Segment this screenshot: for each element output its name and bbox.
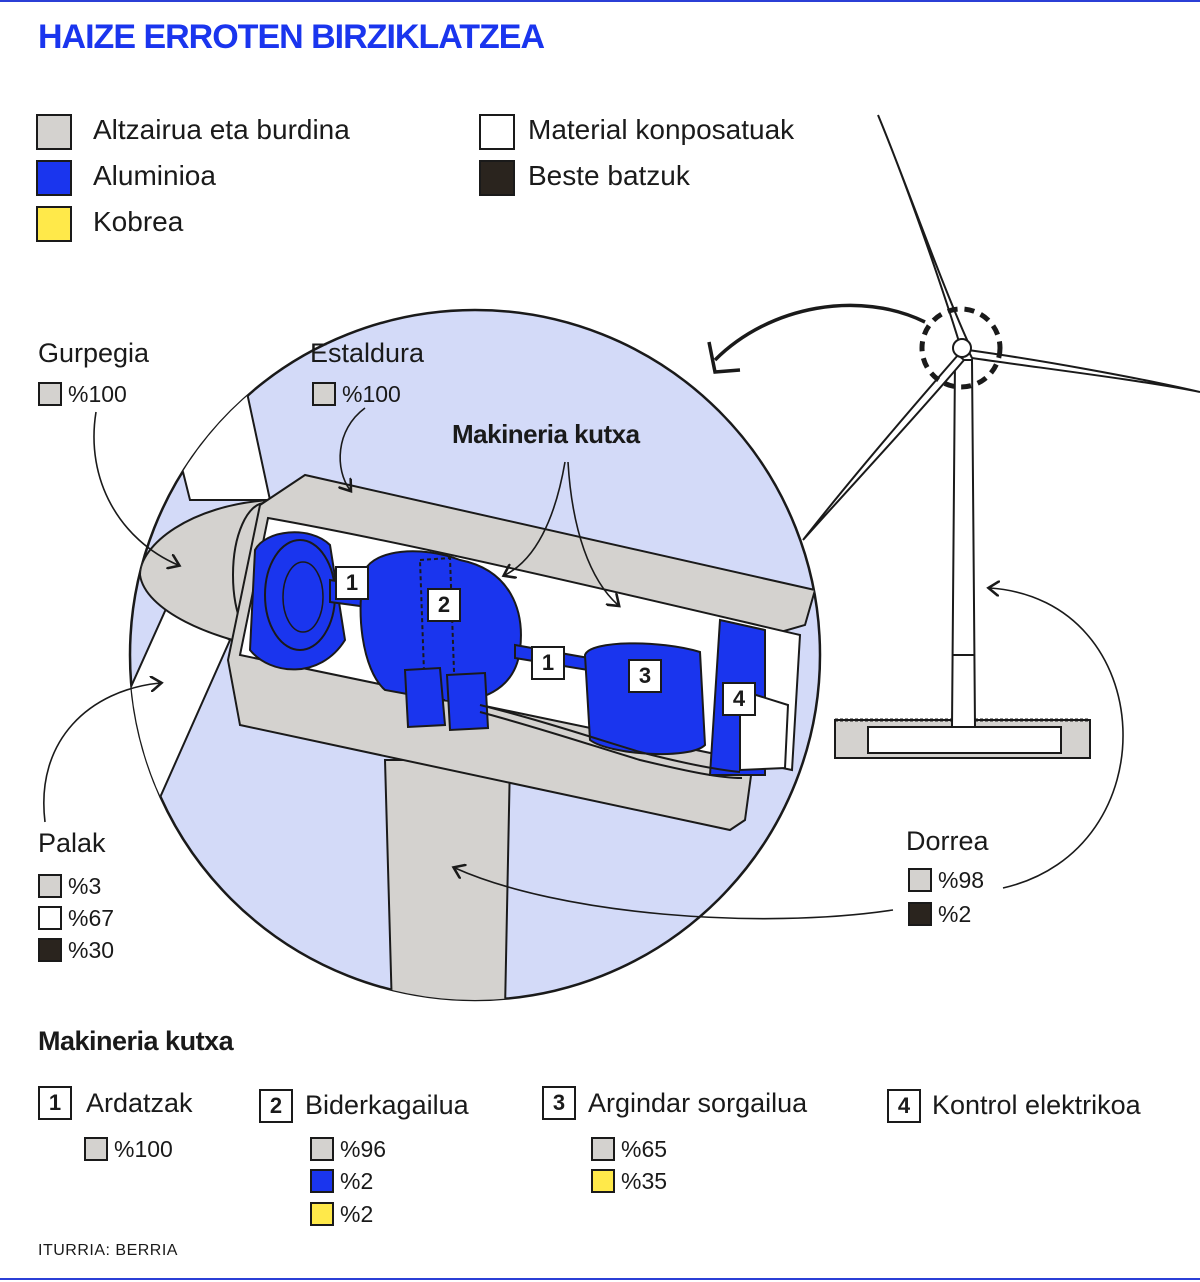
- item-3-label: Argindar sorgailua: [588, 1088, 808, 1118]
- item-2-swatch-copper: [310, 1202, 334, 1226]
- palak-swatch-steel: [38, 874, 62, 898]
- item-1-label: Ardatzak: [86, 1088, 193, 1118]
- dorrea-pct-steel: %98: [938, 867, 985, 893]
- item-3-pct-copper: %35: [621, 1168, 668, 1194]
- callout-1b: 1: [531, 646, 565, 680]
- callout-2: 2: [427, 588, 461, 622]
- item-1-num: 1: [38, 1086, 72, 1120]
- legend-swatch-other: [479, 160, 515, 196]
- bottom-rule: [0, 1278, 1200, 1280]
- dorrea-pct-other: %2: [938, 901, 972, 927]
- item-3-swatch-steel: [591, 1137, 615, 1161]
- item-2-swatch-aluminium: [310, 1169, 334, 1193]
- item-2-num: 2: [259, 1089, 293, 1123]
- callout-1a: 1: [335, 566, 369, 600]
- top-rule: [0, 0, 1200, 2]
- dorrea-label: Dorrea: [906, 826, 989, 856]
- callout-arrows: [43, 407, 1124, 920]
- generator: [583, 642, 707, 756]
- item-3-num: 3: [542, 1086, 576, 1120]
- gurpegia-pct: %100: [68, 381, 127, 407]
- palak-pct-steel: %3: [68, 873, 102, 899]
- item-2-pct-steel: %96: [340, 1136, 387, 1162]
- legend-label-steel: Altzairua eta burdina: [93, 114, 350, 145]
- callout-4: 4: [722, 682, 756, 716]
- legend-label-composite: Material konposatuak: [528, 114, 795, 145]
- estaldura-pct: %100: [342, 381, 401, 407]
- tower: [383, 759, 512, 1000]
- legend-swatch-aluminium: [36, 160, 72, 196]
- item-3-swatch-copper: [591, 1169, 615, 1193]
- palak-pct-other: %30: [68, 937, 115, 963]
- legend-swatch-copper: [36, 206, 72, 242]
- palak-label: Palak: [38, 828, 106, 858]
- makineria-title: Makineria kutxa: [38, 1026, 234, 1056]
- dorrea-swatch-steel: [908, 868, 932, 892]
- gurpegia-label: Gurpegia: [38, 338, 150, 368]
- item-1-pct-steel: %100: [114, 1136, 173, 1162]
- item-1-swatch-steel: [84, 1137, 108, 1161]
- item-2-pct-aluminium: %2: [340, 1168, 374, 1194]
- blade-top: [158, 358, 272, 501]
- callout-3: 3: [628, 659, 662, 693]
- palak-swatch-composite: [38, 906, 62, 930]
- item-3-pct-steel: %65: [621, 1136, 668, 1162]
- dorrea-swatch-other: [908, 902, 932, 926]
- makineria-callout-label: Makineria kutxa: [452, 419, 640, 449]
- source-note: ITURRIA: BERRIA: [38, 1242, 178, 1259]
- item-2-swatch-steel: [310, 1137, 334, 1161]
- item-4-label: Kontrol elektrikoa: [932, 1090, 1141, 1120]
- distant-turbine: [707, 114, 1200, 759]
- item-2-pct-copper: %2: [340, 1201, 374, 1227]
- legend-label-other: Beste batzuk: [528, 160, 690, 191]
- legend-swatch-steel: [36, 114, 72, 150]
- legend-label-aluminium: Aluminioa: [93, 160, 216, 191]
- item-2-label: Biderkagailua: [305, 1090, 469, 1120]
- estaldura-label: Estaldura: [310, 338, 425, 368]
- palak-pct-composite: %67: [68, 905, 115, 931]
- legend-label-copper: Kobrea: [93, 206, 184, 237]
- legend-swatch-composite: [479, 114, 515, 150]
- estaldura-swatch-steel: [312, 382, 336, 406]
- page-title: HAIZE ERROTEN BIRZIKLATZEA: [38, 18, 545, 56]
- gurpegia-swatch-steel: [38, 382, 62, 406]
- palak-swatch-other: [38, 938, 62, 962]
- item-4-num: 4: [887, 1089, 921, 1123]
